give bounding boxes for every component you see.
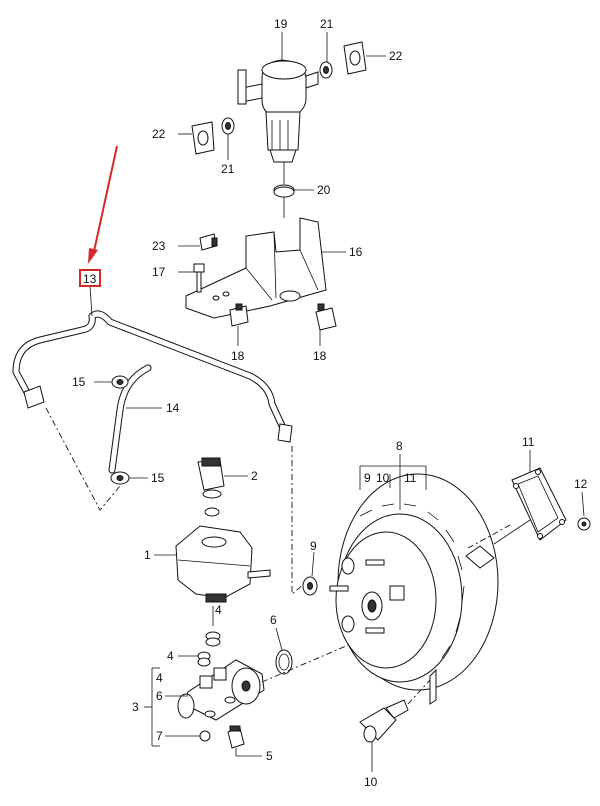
- highlight-box-13: [79, 269, 101, 287]
- callout-11: 11: [522, 435, 535, 449]
- callout-6-bracket: 6: [156, 689, 163, 703]
- callout-4-lower: 4: [167, 649, 174, 663]
- callout-18-right: 18: [313, 349, 327, 363]
- clamp-15-lower[interactable]: [110, 471, 130, 485]
- callout-18-left: 18: [231, 349, 245, 363]
- callout-15-lower: 15: [151, 471, 165, 485]
- callout-10-bracket: 10: [376, 471, 390, 485]
- callout-4-upper: 4: [215, 603, 222, 617]
- mounting-bracket[interactable]: [185, 217, 327, 319]
- mount-18-left[interactable]: [229, 303, 249, 327]
- callout-9-bracket: 9: [364, 471, 371, 485]
- bracket-22-upper[interactable]: [343, 41, 367, 75]
- grommet-4-upper[interactable]: [205, 631, 221, 647]
- callout-1: 1: [144, 548, 151, 562]
- callout-16: 16: [349, 245, 363, 259]
- callout-4-bracket: 4: [156, 671, 163, 685]
- callout-10: 10: [364, 775, 378, 789]
- gasket-11[interactable]: [511, 467, 567, 541]
- seal-cap[interactable]: [204, 507, 220, 517]
- callout-9: 9: [310, 539, 317, 553]
- callout-15-upper: 15: [72, 375, 86, 389]
- routing-line-right: [291, 446, 305, 595]
- callout-11-bracket: 11: [404, 471, 417, 485]
- routing-line-left: [45, 407, 121, 511]
- axis-line-cylinder: [261, 639, 361, 683]
- callout-20: 20: [317, 183, 331, 197]
- sensor-5[interactable]: [227, 725, 245, 749]
- seal-20[interactable]: [273, 184, 295, 198]
- callout-13: 13: [83, 272, 97, 286]
- nut-12[interactable]: [577, 517, 591, 531]
- callout-14: 14: [166, 401, 180, 415]
- callout-19: 19: [274, 17, 288, 31]
- callout-2: 2: [251, 469, 258, 483]
- master-cylinder-3[interactable]: [177, 659, 265, 721]
- callout-5: 5: [266, 749, 273, 763]
- grommet-21-upper[interactable]: [319, 61, 333, 79]
- axis-line-sensor: [407, 679, 431, 705]
- grommet-21-lower[interactable]: [221, 117, 235, 135]
- hose-14[interactable]: [108, 364, 152, 474]
- grommet-4-lower[interactable]: [197, 651, 211, 667]
- bracket-22-lower[interactable]: [191, 121, 215, 155]
- o-ring-6[interactable]: [275, 649, 293, 675]
- reservoir-1[interactable]: [175, 525, 271, 603]
- cap-2[interactable]: [197, 457, 225, 499]
- bolt-17[interactable]: [193, 263, 205, 293]
- callout-3: 3: [132, 700, 139, 714]
- callout-22-upper: 22: [389, 49, 403, 63]
- bracket-3-labels: [144, 667, 160, 747]
- callout-7: 7: [156, 729, 163, 743]
- plug-7[interactable]: [199, 730, 211, 742]
- callout-23: 23: [152, 239, 166, 253]
- callout-17: 17: [152, 265, 166, 279]
- clamp-15-upper[interactable]: [111, 375, 129, 389]
- callout-6: 6: [270, 613, 277, 627]
- mount-18-right[interactable]: [315, 303, 337, 331]
- sensor-10[interactable]: [359, 699, 409, 743]
- callout-21-upper: 21: [320, 17, 334, 31]
- vacuum-line-13[interactable]: [12, 310, 293, 443]
- vacuum-pump[interactable]: [237, 59, 319, 163]
- nut-9[interactable]: [302, 576, 318, 596]
- brake-booster-8[interactable]: [329, 473, 531, 705]
- callout-21-lower: 21: [221, 162, 235, 176]
- red-arrow-icon: [88, 145, 118, 264]
- callout-8: 8: [396, 439, 403, 453]
- clip-23[interactable]: [199, 233, 218, 251]
- callout-22-lower: 22: [152, 127, 166, 141]
- callout-12: 12: [574, 477, 588, 491]
